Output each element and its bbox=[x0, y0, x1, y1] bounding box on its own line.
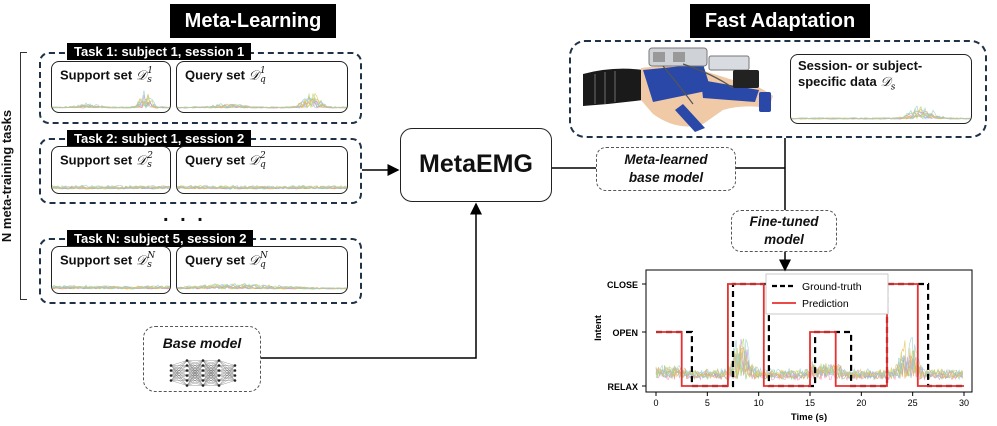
y-tick-label-close: CLOSE bbox=[607, 280, 638, 290]
tasks-bracket bbox=[20, 52, 27, 300]
x-axis-label: Time (s) bbox=[791, 412, 827, 423]
chart-series bbox=[656, 282, 964, 388]
x-tick-label-10: 10 bbox=[754, 398, 764, 408]
x-tick-label-20: 20 bbox=[856, 398, 866, 408]
x-tick-label-25: 25 bbox=[908, 398, 918, 408]
fine-tuned-box: Fine-tuned model bbox=[731, 210, 837, 252]
series-prediction bbox=[656, 283, 964, 387]
x-tick-label-30: 30 bbox=[959, 398, 969, 408]
ellipsis: . . . bbox=[163, 204, 206, 226]
x-tick-label-0: 0 bbox=[653, 398, 658, 408]
tasks-axis-label: N meta-training tasks bbox=[0, 109, 14, 243]
task-header-n: Task N: subject 5, session 2 bbox=[67, 230, 254, 247]
emg-trace-support-n bbox=[52, 284, 170, 290]
emg-trace-query-1 bbox=[177, 92, 347, 109]
neural-network-icon bbox=[169, 359, 237, 387]
emg-trace-support-2 bbox=[52, 184, 170, 190]
chart-frame bbox=[645, 269, 973, 393]
y-tick-label-open: OPEN bbox=[612, 328, 638, 338]
y-tick-label-relax: RELAX bbox=[607, 382, 638, 392]
exoskeleton-glove-image bbox=[583, 44, 783, 136]
emg-trace-specific bbox=[791, 105, 971, 121]
fast-adaptation-banner: Fast Adaptation bbox=[690, 4, 870, 38]
task-header-2: Task 2: subject 1, session 2 bbox=[67, 130, 252, 147]
emg-trace-query-n bbox=[177, 282, 347, 290]
meta-learned-box: Meta-learned base model bbox=[596, 147, 736, 191]
base-model-label: Base model bbox=[162, 335, 242, 351]
fast-adaptation-box bbox=[569, 40, 987, 138]
task-header-1: Task 1: subject 1, session 1 bbox=[67, 43, 252, 60]
x-tick-label-5: 5 bbox=[705, 398, 710, 408]
x-tick-label-15: 15 bbox=[805, 398, 815, 408]
emg-trace-support-1 bbox=[52, 90, 170, 109]
specific-data-title: Session- or subject- specific data 𝒟s bbox=[798, 58, 923, 93]
metaemg-box: MetaEMG bbox=[400, 128, 552, 202]
y-axis-label: Intent bbox=[593, 314, 604, 341]
specific-data-panel: Session- or subject- specific data 𝒟s bbox=[790, 54, 972, 124]
emg-trace-query-2 bbox=[177, 184, 347, 190]
legend-box bbox=[765, 273, 889, 315]
legend-label-0: Ground-truth bbox=[802, 281, 862, 293]
meta-learning-banner: Meta-Learning bbox=[170, 4, 336, 38]
legend-label-1: Prediction bbox=[802, 298, 849, 310]
base-model-box: Base model bbox=[143, 326, 261, 392]
